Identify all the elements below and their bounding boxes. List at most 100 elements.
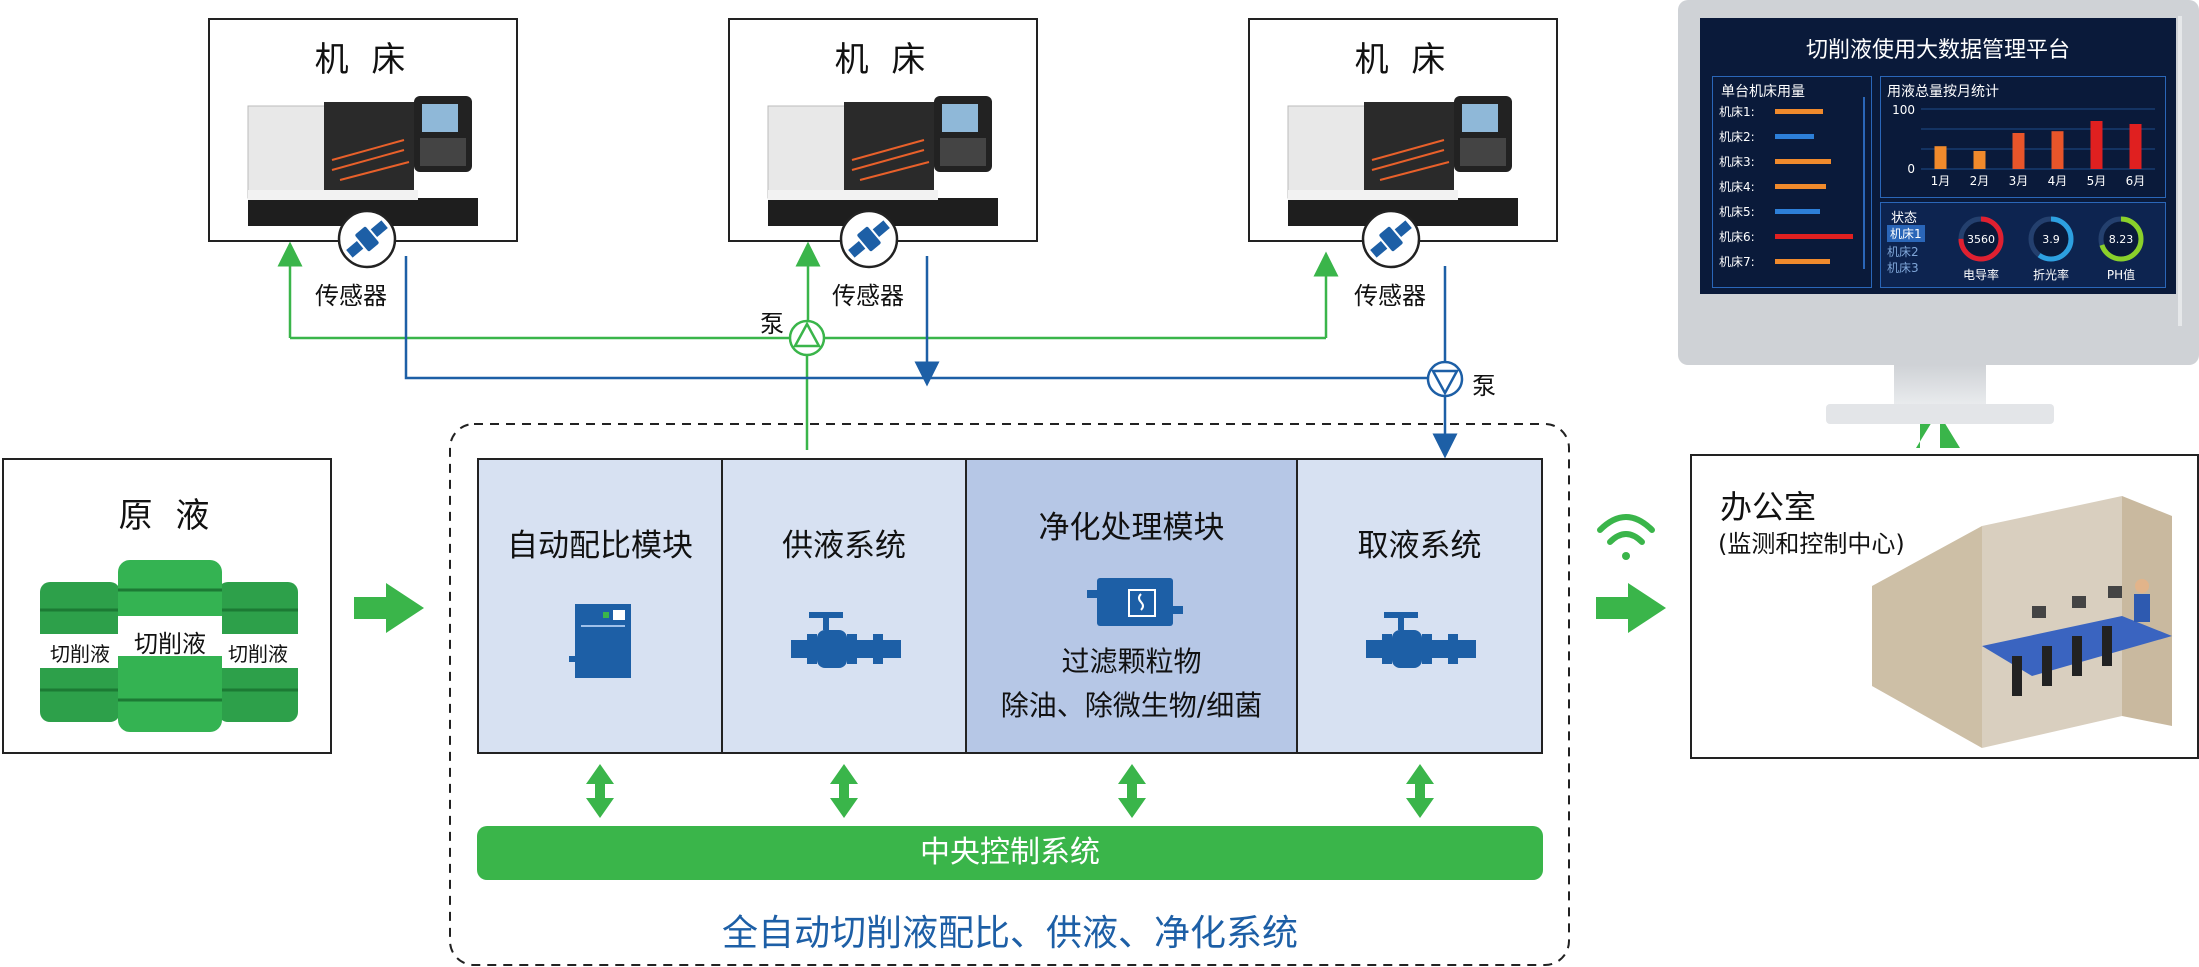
usage-title: 单台机床用量 <box>1721 84 1805 100</box>
sensor-label: 传感器 <box>315 282 387 310</box>
raw-title: 原 液 <box>118 496 216 536</box>
module-title: 自动配比模块 <box>507 528 693 564</box>
monthly-bar <box>2090 121 2103 169</box>
office-title: 办公室 <box>1720 488 1817 526</box>
barrels-image <box>40 560 298 732</box>
office-box: 办公室 (监测和控制中心) <box>1690 454 2199 759</box>
gauge-label: PH值 <box>2107 267 2135 282</box>
pump-supply-icon <box>788 319 826 357</box>
sensor-label: 传感器 <box>1354 282 1426 310</box>
cabinet-icon <box>569 604 631 678</box>
y-tick-label: 0 <box>1907 162 1915 176</box>
x-tick-label: 3月 <box>2009 174 2029 188</box>
barrel-label-center: 切削液 <box>134 630 206 658</box>
arrow-office-to-monitor <box>1916 412 1960 448</box>
monthly-bar <box>2012 133 2025 169</box>
office-subtitle: (监测和控制中心) <box>1718 530 1905 558</box>
module-auto-ratio: 自动配比模块 <box>477 458 723 754</box>
gauge-value: 3.9 <box>2042 233 2060 246</box>
usage-row-label: 机床3: <box>1719 155 1755 169</box>
sensor-icon <box>1361 209 1421 269</box>
pump-return-icon <box>1426 360 1464 398</box>
monthly-bar <box>2129 124 2142 169</box>
usage-row-bar <box>1775 259 1830 264</box>
central-control-label: 中央控制系统 <box>920 835 1100 870</box>
valve-icon <box>791 612 901 668</box>
status-item-3[interactable]: 机床3 <box>1887 261 1919 275</box>
x-tick-label: 5月 <box>2087 174 2107 188</box>
double-arrow-3 <box>1118 764 1146 818</box>
dashboard-title: 切削液使用大数据管理平台 <box>1805 38 2070 63</box>
status-title: 状态 <box>1891 211 1918 226</box>
module-purification: 净化处理模块 过滤颗粒物 除油、除微生物/细菌 <box>965 458 1298 754</box>
usage-row-bar <box>1775 134 1814 139</box>
raw-liquid-box: 原 液 切削液 切削液 切削液 <box>2 458 332 754</box>
filter-icon <box>1087 578 1183 626</box>
pump-supply-label: 泵 <box>760 310 784 338</box>
usage-row-label: 机床4: <box>1719 180 1755 194</box>
module-extraction: 取液系统 <box>1296 458 1543 754</box>
machine-title: 机 床 <box>1354 40 1452 80</box>
sensor-icon <box>337 209 397 269</box>
usage-row-label: 机床7: <box>1719 255 1755 269</box>
status-item-2[interactable]: 机床2 <box>1887 245 1919 259</box>
barrel-right <box>218 582 298 722</box>
central-control-bar: 中央控制系统 <box>477 826 1543 880</box>
usage-row-bar <box>1775 209 1821 214</box>
system-caption: 全自动切削液配比、供液、净化系统 <box>721 913 1298 954</box>
wifi-icon <box>1597 514 1655 560</box>
valve-icon <box>1366 612 1476 668</box>
gauge-value: 3560 <box>1967 233 1995 246</box>
arrow-system-to-office <box>1596 583 1666 633</box>
gauge-arc <box>1958 216 2004 262</box>
module-title: 净化处理模块 <box>1038 510 1225 546</box>
monthly-chart: 100 0 1月 2月 3月 4月 5月 6月 <box>1892 103 2155 188</box>
sensor-icon <box>839 209 899 269</box>
double-arrow-4 <box>1406 764 1434 818</box>
monthly-bar <box>2051 131 2064 169</box>
x-tick-label: 2月 <box>1970 174 1990 188</box>
usage-row-bar <box>1775 184 1827 189</box>
barrel-left <box>40 582 120 722</box>
module-supply: 供液系统 <box>721 458 967 754</box>
gauge-value: 8.23 <box>2109 233 2134 246</box>
gauge-arc <box>2028 216 2074 262</box>
cnc-machine-image <box>247 96 478 226</box>
gauge-arc <box>2098 216 2144 262</box>
module-title: 供液系统 <box>782 528 906 564</box>
gauge-label: 电导率 <box>1963 267 1999 282</box>
monthly-title: 用液总量按月统计 <box>1887 84 1999 100</box>
module-subtext-1: 过滤颗粒物 <box>1061 645 1202 678</box>
monthly-panel: 用液总量按月统计 100 0 1月 2月 3月 4月 5月 6月 <box>1880 76 2166 198</box>
machine-box-1: 机 床 传感器 <box>208 18 518 310</box>
office-room-image <box>1872 496 2172 748</box>
usage-row-label: 机床5: <box>1719 205 1755 219</box>
barrel-label-right: 切削液 <box>228 642 288 666</box>
usage-row-bar <box>1775 159 1832 164</box>
barrel-label-left: 切削液 <box>50 642 110 666</box>
monthly-bar <box>1934 146 1947 169</box>
usage-row-label: 机床6: <box>1719 230 1755 244</box>
usage-panel: 单台机床用量 机床1:机床2:机床3:机床4:机床5:机床6:机床7: <box>1712 76 1872 288</box>
x-tick-label: 1月 <box>1931 174 1951 188</box>
machine-title: 机 床 <box>314 40 412 80</box>
double-arrow-2 <box>830 764 858 818</box>
machine-box-2: 机 床 传感器 <box>728 18 1038 310</box>
barrel-center <box>118 560 222 732</box>
y-tick-label: 100 <box>1892 103 1915 117</box>
module-subtext-2: 除油、除微生物/细菌 <box>1000 689 1263 722</box>
machine-box-3: 机 床 传感器 <box>1248 18 1558 310</box>
status-item-1[interactable]: 机床1 <box>1887 225 1925 242</box>
x-tick-label: 6月 <box>2126 174 2146 188</box>
cnc-machine-image <box>1287 96 1518 226</box>
gauge-label: 折光率 <box>2033 267 2069 282</box>
monitor-screen: 切削液使用大数据管理平台 单台机床用量 机床1:机床2:机床3:机床4:机床5:… <box>1700 18 2176 294</box>
arrow-raw-to-system <box>354 583 424 633</box>
cnc-machine-image <box>767 96 998 226</box>
usage-row-label: 机床2: <box>1719 130 1755 144</box>
machine-title: 机 床 <box>834 40 932 80</box>
x-tick-label: 4月 <box>2048 174 2068 188</box>
